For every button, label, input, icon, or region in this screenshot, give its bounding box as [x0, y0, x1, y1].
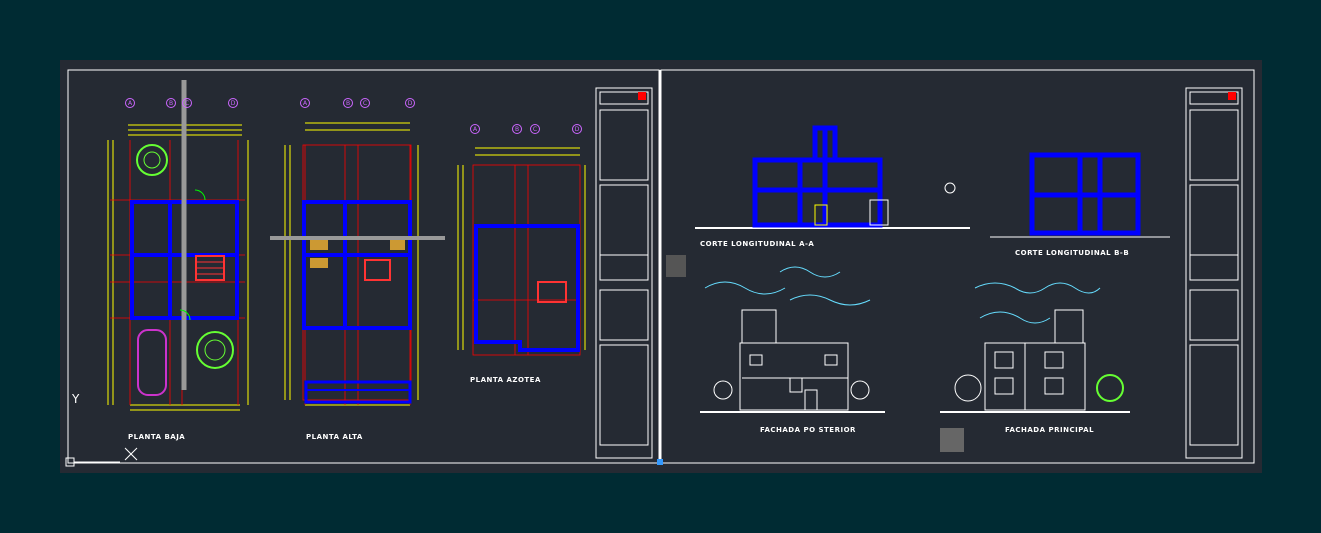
grid-bubble-a2: A: [300, 98, 310, 108]
label-corte-aa: CORTE LONGITUDINAL A-A: [700, 240, 815, 248]
title-block-left: [595, 87, 653, 459]
clouds: [704, 266, 1101, 324]
grid-bubble-c1: C: [182, 98, 192, 108]
grid-bubble-a3: A: [470, 124, 480, 134]
grid-bubble-a1: A: [125, 98, 135, 108]
ucs-y-label: Y: [72, 392, 80, 406]
corte-bb-section: [990, 152, 1170, 238]
label-fachada-principal: FACHADA PRINCIPAL: [1005, 426, 1095, 434]
label-planta-baja: PLANTA BAJA: [128, 433, 186, 441]
label-fachada-posterior: FACHADA PO STERIOR: [760, 426, 856, 434]
planta-azotea-plan: [457, 147, 586, 356]
grid-bubble-b2: B: [343, 98, 353, 108]
corte-aa-section: [695, 125, 970, 229]
ucs-icon: [65, 447, 138, 467]
title-block-right: [1185, 87, 1243, 459]
grid-bubble-c3: C: [530, 124, 540, 134]
grid-bubble-d3: D: [572, 124, 582, 134]
sheet-border-left: [67, 69, 660, 464]
label-planta-alta: PLANTA ALTA: [306, 433, 363, 441]
grid-bubble-c2: C: [360, 98, 370, 108]
cad-drawing: [65, 69, 1255, 467]
grid-bubble-b3: B: [512, 124, 522, 134]
grip-point: [657, 459, 663, 465]
fachada-principal-elevation: [940, 309, 1130, 413]
planta-baja-plan: [107, 80, 249, 411]
grid-bubble-b1: B: [166, 98, 176, 108]
drawing-canvas[interactable]: A B C D A B C D A B C D PLANTA BAJA PLAN…: [60, 60, 1262, 473]
label-corte-bb: CORTE LONGITUDINAL B-B: [1015, 249, 1130, 257]
planta-alta-plan: [270, 122, 445, 406]
label-planta-azotea: PLANTA AZOTEA: [470, 376, 541, 384]
sheet-border-right: [660, 69, 1255, 464]
grid-bubble-d2: D: [405, 98, 415, 108]
grid-bubble-d1: D: [228, 98, 238, 108]
fachada-posterior-elevation: [700, 309, 885, 413]
